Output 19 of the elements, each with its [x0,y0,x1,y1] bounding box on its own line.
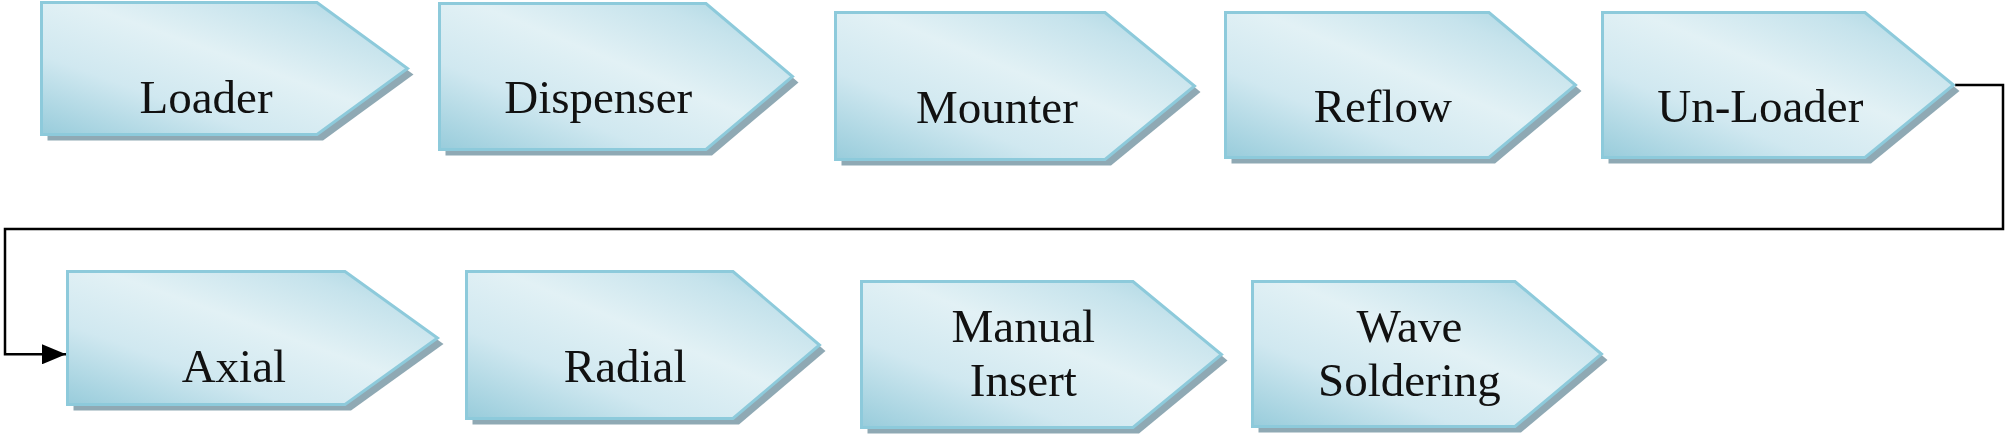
chevron-step [860,280,1229,435]
chevron-step [40,1,415,142]
step-label: Axial [181,339,287,393]
chevron-step [66,270,445,412]
chevron-step [834,11,1202,167]
step-label: Loader [139,70,273,124]
step-label: Reflow [1313,79,1453,133]
step-label: Dispenser [504,70,693,124]
chevron-step [1251,280,1609,434]
step-label: Radial [563,339,687,393]
connector-arrow [3,83,2005,365]
step-label: Mounter [915,80,1078,134]
chevron-step [1224,11,1583,165]
step-label: Manual Insert [951,299,1096,407]
step-label: Wave Soldering [1318,299,1501,407]
chevron-step [1601,11,1961,165]
chevron-step [438,2,800,157]
chevron-step [465,270,827,426]
step-label: Un-Loader [1657,79,1864,133]
